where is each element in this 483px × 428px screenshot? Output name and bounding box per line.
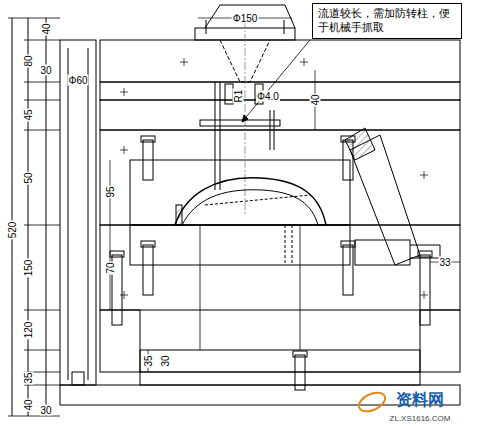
dimension-value: 40 <box>310 93 321 106</box>
dimension-value: 150 <box>23 259 34 278</box>
callout-box: 流道较长，需加防转柱，便于机械手抓取 <box>312 3 462 39</box>
dimension-value: 95 <box>105 185 116 198</box>
dimension-value: 40 <box>23 398 34 411</box>
dimension-value: 30 <box>39 65 52 76</box>
dimension-value: R1 <box>233 89 244 104</box>
dimension-value: 33 <box>438 257 451 268</box>
watermark: 资料网 <box>395 391 445 409</box>
dimension-value: 70 <box>105 261 116 274</box>
dimension-value: 50 <box>23 171 34 184</box>
dimension-value: 35 <box>23 371 34 384</box>
dimension-value: 120 <box>23 321 34 340</box>
watermark: ZL.XS1616.COM <box>389 414 452 423</box>
dimension-value: 520 <box>7 221 18 240</box>
dimension-value: 30 <box>160 354 171 367</box>
dimension-value: 30 <box>39 405 52 416</box>
dimension-value: Φ150 <box>232 13 259 24</box>
dimension-value: Φ60 <box>67 75 88 86</box>
dimension-value: 40 <box>41 22 52 35</box>
dimension-value: 80 <box>23 54 34 67</box>
dimension-value: 35 <box>143 354 154 367</box>
dimension-value: 45 <box>23 108 34 121</box>
dimension-value: Φ4.0 <box>256 91 280 102</box>
note-text: 流道较长，需加防转柱，便于机械手抓取 <box>318 7 456 35</box>
